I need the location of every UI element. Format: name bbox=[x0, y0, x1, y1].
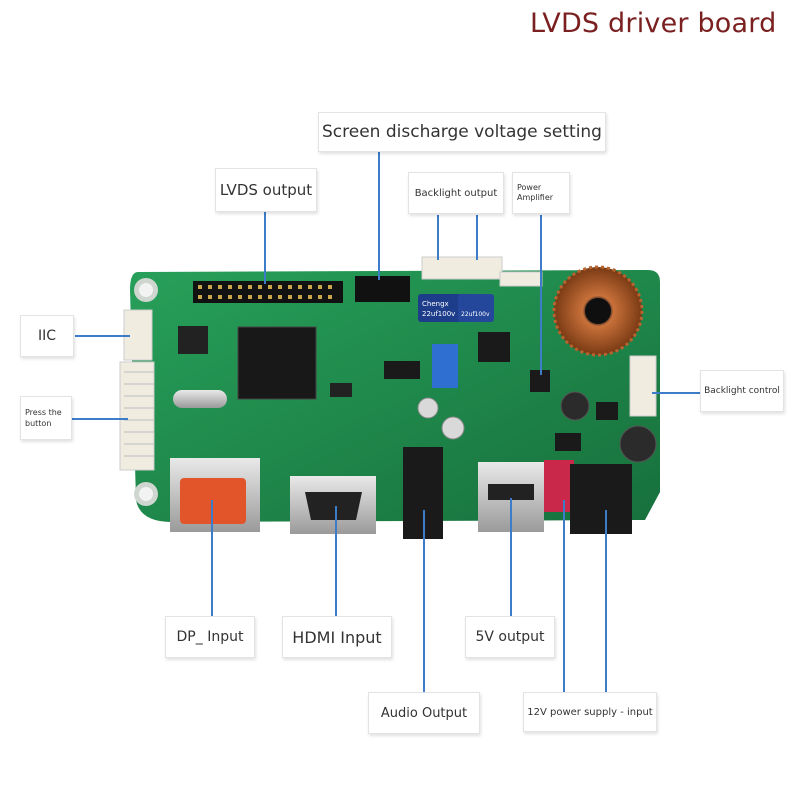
label-screen-discharge: Screen discharge voltage setting bbox=[318, 112, 606, 152]
label-audio-output: Audio Output bbox=[368, 692, 480, 734]
page-title: LVDS driver board bbox=[530, 8, 777, 39]
leader-5v bbox=[510, 498, 512, 616]
label-power-amplifier: Power Amplifier bbox=[512, 172, 570, 214]
leader-backlight-ctrl bbox=[652, 392, 700, 394]
svg-text:Chengx: Chengx bbox=[422, 300, 449, 308]
leader-backlight-out bbox=[437, 215, 439, 260]
label-iic: IIC bbox=[20, 315, 74, 357]
cap-small-3 bbox=[560, 391, 590, 421]
label-lvds-output: LVDS output bbox=[215, 168, 317, 212]
leader-button bbox=[72, 418, 128, 420]
leader-dp bbox=[211, 500, 213, 616]
cap-small-2 bbox=[441, 416, 465, 440]
cap-large-2 bbox=[458, 294, 494, 322]
power-connector-red bbox=[544, 460, 574, 512]
cap-large-1 bbox=[418, 294, 468, 322]
leader-hdmi bbox=[335, 506, 337, 616]
label-12v-supply: 12V power supply - input bbox=[523, 692, 657, 732]
leader-backlight-out-2 bbox=[476, 215, 478, 260]
leader-power-amp bbox=[540, 215, 542, 375]
leader-audio bbox=[423, 510, 425, 692]
cap-big bbox=[619, 425, 657, 463]
label-dp-input: DP_ Input bbox=[165, 616, 255, 658]
leader-iic bbox=[75, 335, 130, 337]
svg-text:22uf100v: 22uf100v bbox=[422, 310, 455, 318]
backlight-control-connector bbox=[629, 355, 657, 417]
leader-12v-b bbox=[605, 510, 607, 692]
button-connector bbox=[119, 361, 155, 471]
label-5v-output: 5V output bbox=[465, 616, 555, 658]
lvds-header bbox=[193, 281, 343, 303]
cap-small-1 bbox=[417, 397, 439, 419]
label-hdmi-input: HDMI Input bbox=[282, 616, 392, 658]
label-backlight-control: Backlight control bbox=[700, 370, 784, 412]
label-press-button: Press the button bbox=[20, 396, 72, 440]
blue-jumper bbox=[432, 344, 458, 388]
backlight-output-connector bbox=[421, 256, 503, 280]
dc-jack bbox=[570, 464, 632, 534]
crystal bbox=[173, 390, 227, 408]
leader-lvds bbox=[264, 210, 266, 284]
voltage-jumper bbox=[355, 276, 410, 302]
leader-12v-a bbox=[563, 500, 565, 692]
svg-text:22uf100v: 22uf100v bbox=[461, 311, 490, 318]
leader-discharge bbox=[378, 152, 380, 280]
label-backlight-output: Backlight output bbox=[408, 172, 504, 214]
main-ic bbox=[237, 326, 317, 400]
